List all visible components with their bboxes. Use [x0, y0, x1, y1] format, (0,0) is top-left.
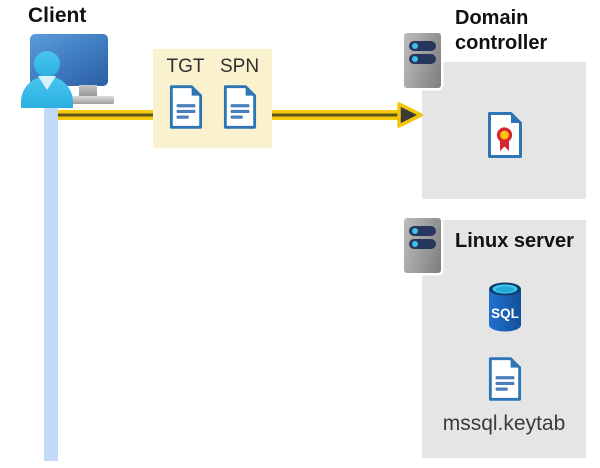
monitor-stand-base: [61, 96, 114, 104]
spn-document-icon: [223, 85, 256, 129]
monitor-stand: [79, 85, 97, 98]
keytab-document-icon: [488, 357, 522, 401]
keytab-filename: mssql.keytab: [442, 412, 566, 435]
person-icon: [34, 51, 60, 77]
client-title: Client: [28, 4, 87, 27]
server-slot: [409, 54, 436, 64]
domain-controller-server-icon: [404, 33, 441, 88]
domain-controller-title-line1: Domain: [455, 7, 529, 29]
auth-request-arrowhead-icon: [397, 102, 423, 128]
server-slot: [409, 226, 436, 236]
sql-database-icon: SQL: [489, 282, 521, 332]
linux-server-icon: [404, 218, 441, 273]
server-led-icon: [412, 43, 418, 49]
server-led-icon: [412, 241, 418, 247]
tgt-label: TGT: [166, 56, 205, 77]
certificate-icon: [488, 112, 522, 158]
tgt-ticket: TGT: [167, 55, 205, 148]
server-slot: [409, 239, 436, 249]
server-slot: [409, 41, 436, 51]
client-computer-icon: [16, 30, 120, 110]
spn-label: SPN: [219, 56, 260, 77]
person-collar: [38, 76, 56, 90]
tgt-document-icon: [169, 85, 202, 129]
linux-server-title: Linux server: [455, 230, 574, 252]
ticket-box: TGT SPN: [153, 49, 272, 148]
linux-server-panel: [422, 220, 586, 458]
domain-controller-title: Domain controller: [455, 6, 547, 56]
spn-ticket: SPN: [219, 55, 260, 148]
server-led-icon: [412, 56, 418, 62]
server-led-icon: [412, 228, 418, 234]
domain-controller-title-line2: controller: [455, 32, 548, 54]
client-drop-line: [44, 88, 58, 461]
sql-label: SQL: [491, 306, 519, 321]
